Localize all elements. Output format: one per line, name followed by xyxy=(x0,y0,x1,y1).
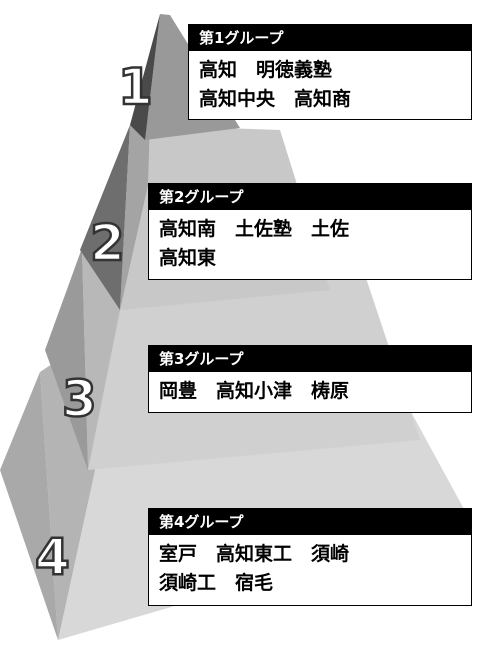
tier-4-title: 第4グループ xyxy=(149,509,471,535)
tier-3-title: 第3グループ xyxy=(149,346,471,372)
tier-3-label-box: 第3グループ 岡豊 高知小津 梼原 xyxy=(148,345,472,413)
tier-4-number: 4 xyxy=(35,528,70,586)
tier-2-line-2: 高知東 xyxy=(159,247,217,269)
tier-3-line-1: 岡豊 高知小津 梼原 xyxy=(159,380,350,402)
tier-2-schools: 高知南 土佐塾 土佐 高知東 xyxy=(149,210,471,273)
tier-2-title: 第2グループ xyxy=(149,184,471,210)
tier-3-left-face xyxy=(45,248,88,470)
tier-1-number: 1 xyxy=(118,58,153,116)
tier-2-line-1: 高知南 土佐塾 土佐 xyxy=(159,218,350,240)
tier-1-label-box: 第1グループ 高知 明徳義塾 高知中央 高知商 xyxy=(188,24,472,120)
tier-1-line-1: 高知 明徳義塾 xyxy=(199,59,333,81)
tier-4-left-face xyxy=(0,372,58,640)
tier-4-line-1: 室戸 高知東工 須崎 xyxy=(159,543,350,565)
tier-1-title: 第1グループ xyxy=(189,25,471,51)
tier-2-label-box: 第2グループ 高知南 土佐塾 土佐 高知東 xyxy=(148,183,472,280)
tier-4-schools: 室戸 高知東工 須崎 須崎工 宿毛 xyxy=(149,535,471,598)
tier-1-left-face xyxy=(130,14,160,140)
tier-2-number: 2 xyxy=(90,214,125,272)
tier-3-number: 3 xyxy=(62,370,97,428)
tier-3-schools: 岡豊 高知小津 梼原 xyxy=(149,372,471,406)
tier-1-line-2: 高知中央 高知商 xyxy=(199,88,352,110)
tier-4-label-box: 第4グループ 室戸 高知東工 須崎 須崎工 宿毛 xyxy=(148,508,472,606)
tier-2-left-face xyxy=(80,125,130,310)
tier-2-step-top xyxy=(120,118,150,310)
tier-4-line-2: 須崎工 宿毛 xyxy=(159,572,274,594)
tier-1-schools: 高知 明徳義塾 高知中央 高知商 xyxy=(189,51,471,114)
